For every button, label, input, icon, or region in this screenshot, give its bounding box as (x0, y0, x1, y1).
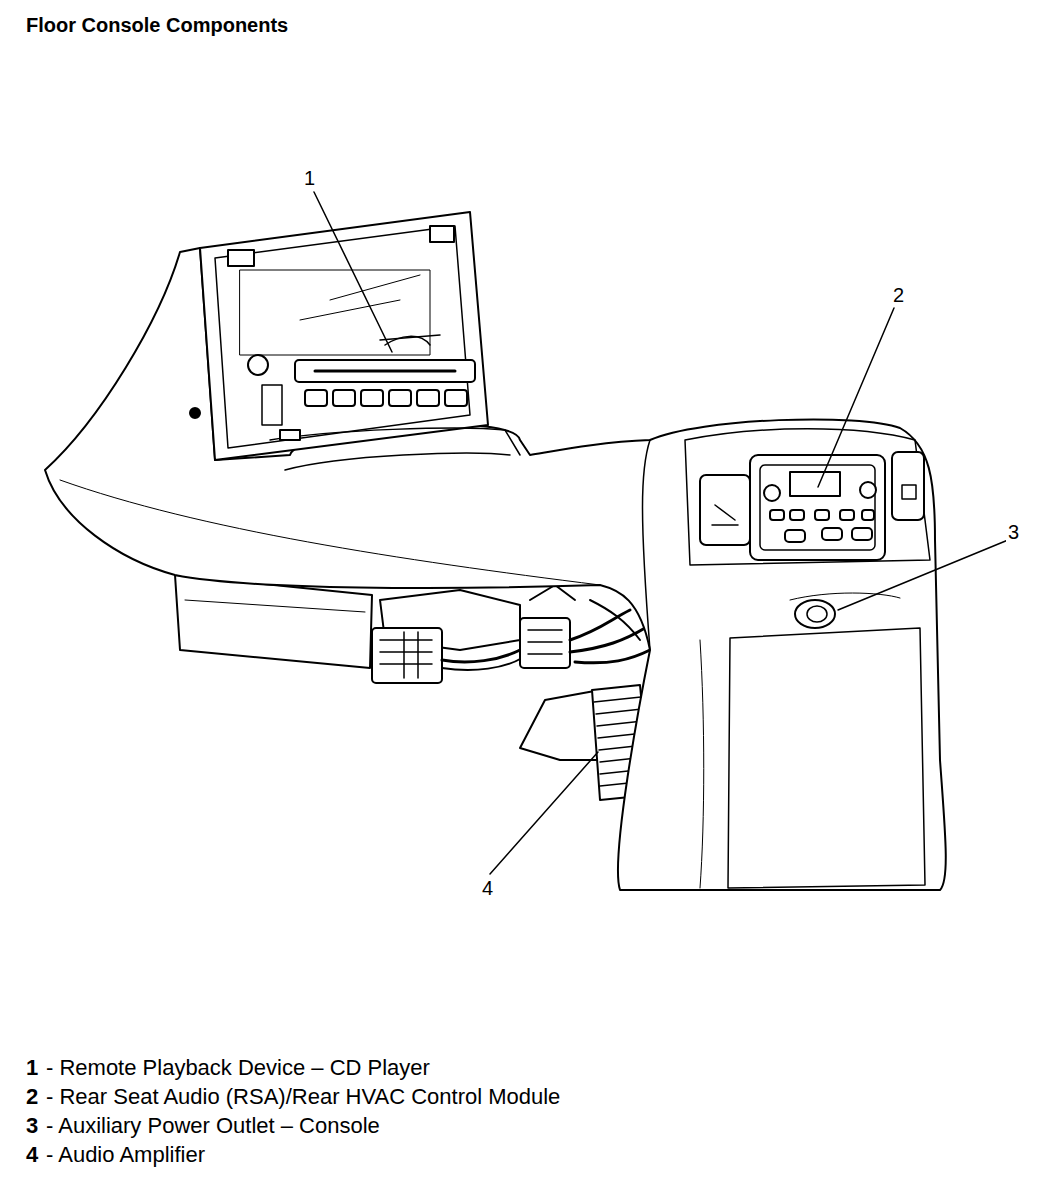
key-description: - Remote Playback Device – CD Player (46, 1054, 430, 1082)
leader-line (818, 308, 894, 487)
callout-number: 4 (480, 876, 495, 900)
key-number: 4 (26, 1141, 38, 1169)
callout-number: 1 (302, 166, 317, 190)
key-description: - Rear Seat Audio (RSA)/Rear HVAC Contro… (46, 1083, 560, 1111)
callout-number: 3 (1006, 520, 1021, 544)
lower-housing (175, 575, 372, 668)
key-number: 3 (26, 1112, 38, 1140)
key-number: 2 (26, 1083, 38, 1111)
callout-number: 2 (891, 283, 906, 307)
front-bezel (200, 212, 520, 470)
leader-line (314, 192, 392, 352)
key-number: 1 (26, 1054, 38, 1082)
leader-line (838, 540, 1008, 610)
key-description: - Auxiliary Power Outlet – Console (46, 1112, 380, 1140)
leader-line (490, 752, 598, 874)
console-body (45, 248, 946, 890)
key-description: - Audio Amplifier (46, 1141, 205, 1169)
diagram-title: Floor Console Components (26, 12, 288, 38)
rear-face (685, 429, 930, 888)
leader-lines (314, 192, 1008, 874)
under-console-parts (372, 585, 650, 800)
